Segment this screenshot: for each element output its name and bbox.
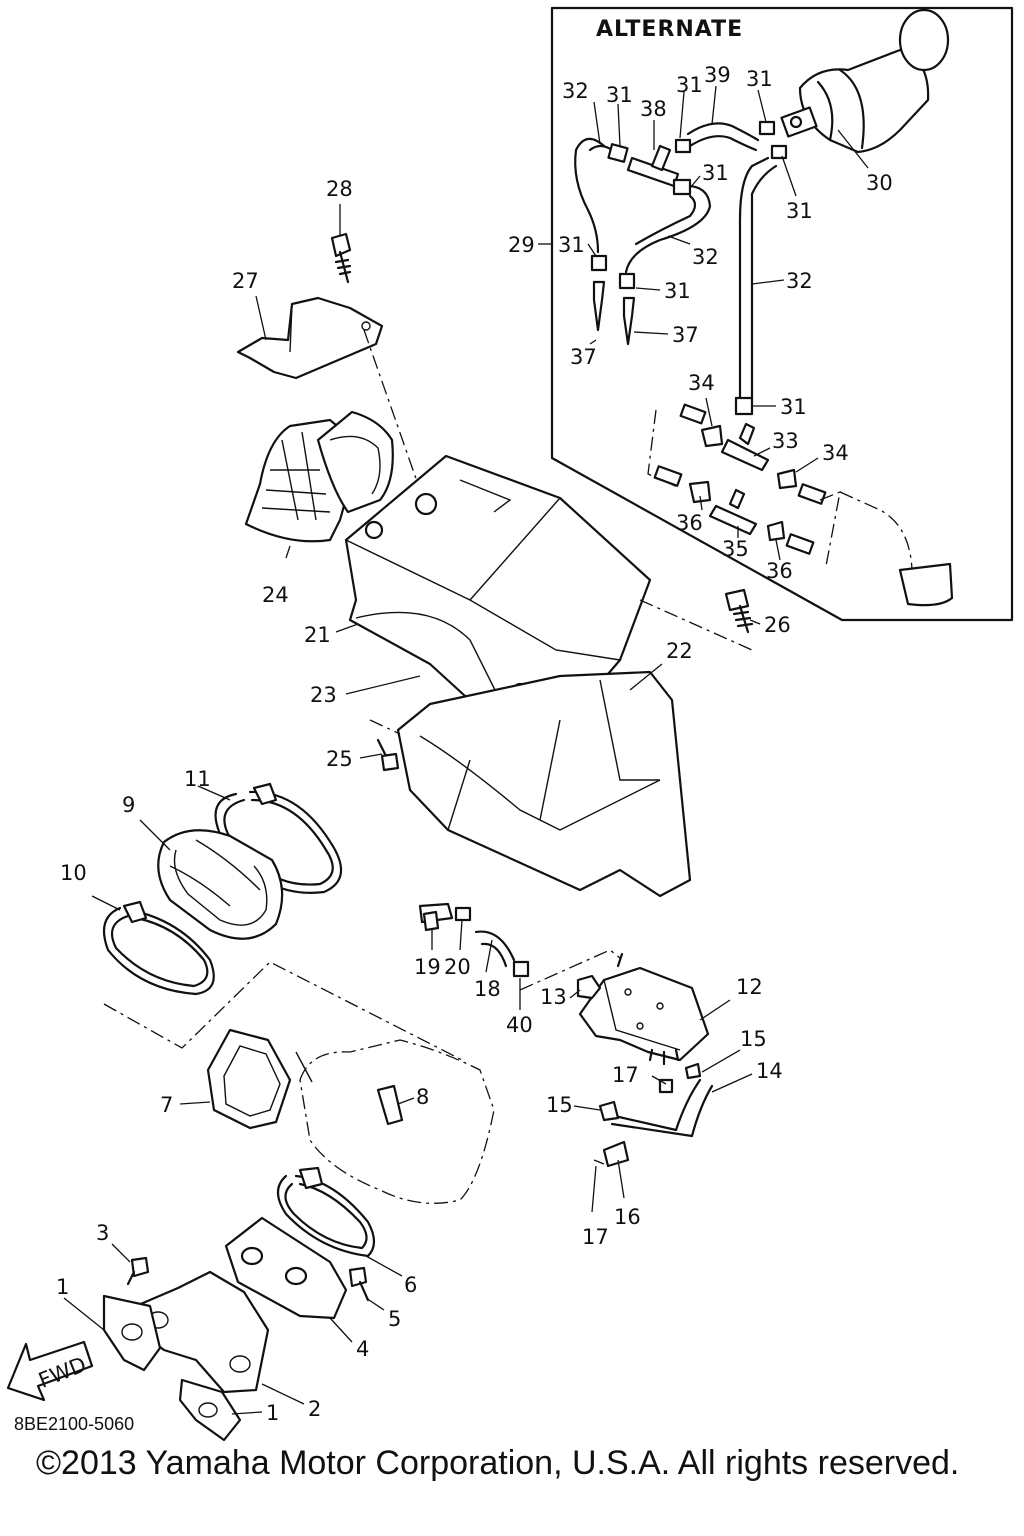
label-23: 23 xyxy=(310,683,337,707)
drawing-code: 8BE2100-5060 xyxy=(14,1414,134,1434)
label-1: 1 xyxy=(56,1275,69,1299)
air-duct-part-24 xyxy=(244,410,394,543)
engine-outline-part-8 xyxy=(295,1039,495,1204)
label-31: 31 xyxy=(664,279,691,303)
label-7: 7 xyxy=(160,1093,173,1117)
label-27: 27 xyxy=(232,269,259,293)
label-17: 17 xyxy=(612,1063,639,1087)
alternate-inset: ALTERNATE xyxy=(538,6,1014,622)
tee-joint-part-38 xyxy=(626,144,680,188)
intake-hose-part-9 xyxy=(157,829,284,940)
hose-clamp-part-11 xyxy=(214,782,343,894)
label-18: 18 xyxy=(474,977,501,1001)
label-5: 5 xyxy=(388,1307,401,1331)
joint-parts-33-36 xyxy=(647,403,954,607)
hose-part-32-middle xyxy=(624,184,712,274)
label-9: 9 xyxy=(122,793,135,817)
intake-manifold-part-4 xyxy=(224,1216,348,1320)
label-22: 22 xyxy=(666,639,693,663)
label-31: 31 xyxy=(676,73,703,97)
label-31: 31 xyxy=(606,83,633,107)
label-31: 31 xyxy=(780,395,807,419)
label-30: 30 xyxy=(866,171,893,195)
label-3: 3 xyxy=(96,1221,109,1245)
label-26: 26 xyxy=(764,613,791,637)
label-34: 34 xyxy=(688,371,715,395)
nipple-parts-37 xyxy=(592,280,636,346)
label-36: 36 xyxy=(766,559,793,583)
label-12: 12 xyxy=(736,975,763,999)
inset-title: ALTERNATE xyxy=(596,17,743,42)
label-31: 31 xyxy=(558,233,585,257)
bolt-part-26 xyxy=(724,588,754,634)
label-1: 1 xyxy=(266,1401,279,1425)
nut-part-13 xyxy=(576,974,602,1000)
label-33: 33 xyxy=(772,429,799,453)
label-31: 31 xyxy=(746,67,773,91)
label-11: 11 xyxy=(184,767,211,791)
label-31: 31 xyxy=(702,161,729,185)
label-32: 32 xyxy=(562,79,589,103)
copyright-notice: ©2013 Yamaha Motor Corporation, U.S.A. A… xyxy=(36,1444,959,1482)
forward-arrow-icon: FWD xyxy=(6,1340,94,1402)
label-39: 39 xyxy=(704,63,731,87)
label-17: 17 xyxy=(582,1225,609,1249)
hose-parts-14-17 xyxy=(593,1062,714,1168)
label-15: 15 xyxy=(740,1027,767,1051)
hose-part-32-left xyxy=(574,137,606,254)
label-4: 4 xyxy=(356,1337,369,1361)
label-6: 6 xyxy=(404,1273,417,1297)
hose-part-32-right xyxy=(738,156,770,400)
label-37: 37 xyxy=(672,323,699,347)
label-20: 20 xyxy=(444,955,471,979)
hose-clamp-part-10 xyxy=(102,900,215,996)
hose-parts-18-20 xyxy=(418,902,530,978)
label-37: 37 xyxy=(570,345,597,369)
fuel-pump-part-12 xyxy=(578,952,710,1066)
label-40: 40 xyxy=(506,1013,533,1037)
bracket-part-27 xyxy=(236,296,384,380)
label-14: 14 xyxy=(756,1059,783,1083)
bolt-part-25 xyxy=(376,738,400,772)
label-25: 25 xyxy=(326,747,353,771)
bolt-part-3 xyxy=(126,1256,150,1286)
label-8: 8 xyxy=(416,1085,429,1109)
label-10: 10 xyxy=(60,861,87,885)
hose-clamp-part-6 xyxy=(276,1166,376,1258)
label-34: 34 xyxy=(822,441,849,465)
fuel-cock-part-30 xyxy=(780,8,950,154)
label-24: 24 xyxy=(262,583,289,607)
label-29: 29 xyxy=(508,233,535,257)
label-13: 13 xyxy=(540,985,567,1009)
air-box-cover-part-21 xyxy=(344,454,652,720)
air-box-case-part-22 xyxy=(396,670,692,898)
label-38: 38 xyxy=(640,97,667,121)
bolt-part-5 xyxy=(348,1266,370,1302)
bolt-part-28 xyxy=(330,232,352,284)
hose-part-39 xyxy=(686,122,760,142)
leader-lines xyxy=(63,204,761,1415)
label-35: 35 xyxy=(722,537,749,561)
label-16: 16 xyxy=(614,1205,641,1229)
label-31: 31 xyxy=(786,199,813,223)
label-19: 19 xyxy=(414,955,441,979)
label-21: 21 xyxy=(304,623,331,647)
label-32: 32 xyxy=(786,269,813,293)
gasket-parts-1 xyxy=(102,1294,242,1442)
label-36: 36 xyxy=(676,511,703,535)
label-28: 28 xyxy=(326,177,353,201)
label-15: 15 xyxy=(546,1093,573,1117)
label-2: 2 xyxy=(308,1397,321,1421)
gasket-part-7 xyxy=(206,1028,292,1130)
part-number-labels: 32 31 38 31 39 31 31 30 31 29 31 32 32 3… xyxy=(56,63,893,1425)
label-32: 32 xyxy=(692,245,719,269)
